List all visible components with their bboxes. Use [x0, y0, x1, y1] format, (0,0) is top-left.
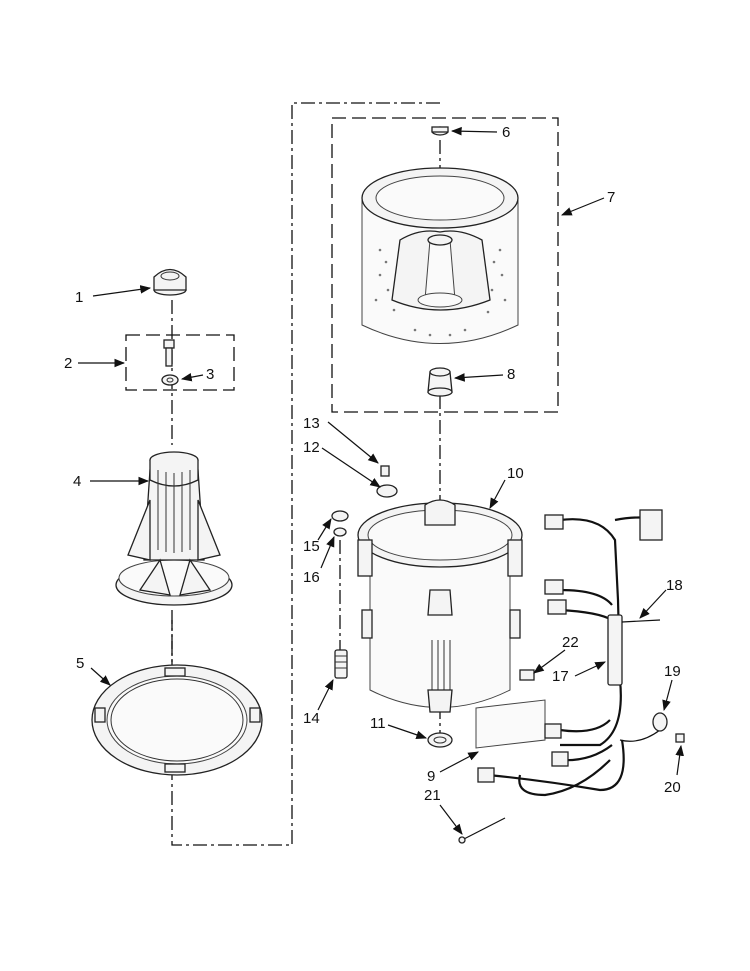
leader-13 — [327, 421, 379, 464]
agitator-washer — [161, 374, 179, 386]
balance-ring — [91, 664, 263, 776]
basket-nut — [431, 126, 449, 136]
agitator-bolt — [163, 339, 175, 367]
callout-17: 17 — [552, 668, 569, 685]
leader-11 — [387, 724, 428, 739]
leader-14 — [317, 679, 334, 711]
callout-5: 5 — [76, 655, 84, 672]
mounting-bracket — [376, 484, 398, 498]
callout-20: 20 — [664, 779, 681, 796]
bolt-group-box — [125, 334, 235, 391]
callout-21: 21 — [424, 787, 441, 804]
callout-6: 6 — [502, 124, 510, 141]
callout-13: 13 — [303, 415, 320, 432]
wiring-bracket-plate — [475, 699, 546, 749]
callout-10: 10 — [507, 465, 524, 482]
leader-21 — [439, 804, 463, 835]
leader-12 — [321, 447, 381, 488]
callout-16: 16 — [303, 569, 320, 586]
callout-8: 8 — [507, 366, 515, 383]
agitator — [115, 451, 233, 606]
thermistor-screw — [675, 733, 685, 743]
leader-18 — [639, 589, 667, 619]
callout-12: 12 — [303, 439, 320, 456]
cable-tie — [458, 817, 506, 844]
callout-18: 18 — [666, 577, 683, 594]
agitator-cap — [153, 268, 187, 296]
drive-hub — [427, 367, 453, 397]
leader-1 — [92, 285, 152, 297]
harness-connectors — [477, 509, 663, 783]
leader-5 — [90, 667, 111, 686]
callout-1: 1 — [75, 289, 83, 306]
wash-basket — [361, 167, 519, 344]
callout-3: 3 — [206, 366, 214, 383]
water-level-sensor — [607, 614, 623, 686]
pressure-filter-hose — [334, 649, 348, 679]
leader-17 — [574, 661, 606, 677]
basket-group-box — [331, 117, 559, 413]
leader-6 — [450, 126, 498, 136]
tub-seal — [427, 732, 453, 748]
callout-4: 4 — [73, 473, 81, 490]
filter-cap — [331, 510, 349, 522]
pressure-hose — [621, 619, 661, 623]
callout-14: 14 — [303, 710, 320, 727]
leader-9 — [439, 751, 479, 773]
leader-8 — [453, 373, 504, 382]
basket-perforations — [374, 248, 507, 337]
leader-15 — [317, 518, 332, 541]
harness-clip — [519, 669, 535, 681]
filter-grommet — [333, 527, 347, 537]
callout-11: 11 — [370, 715, 386, 732]
callout-2: 2 — [64, 355, 72, 372]
callout-9: 9 — [427, 768, 435, 785]
outer-tub — [357, 499, 523, 713]
leader-22 — [533, 649, 566, 674]
callout-19: 19 — [664, 663, 681, 680]
leader-20 — [675, 744, 684, 776]
thermistor — [652, 712, 668, 732]
callout-7: 7 — [607, 189, 615, 206]
leader-10 — [489, 479, 506, 509]
leader-7 — [560, 197, 605, 216]
callout-15: 15 — [303, 538, 320, 555]
bracket-screw — [380, 465, 390, 477]
leader-16 — [320, 536, 335, 569]
leader-19 — [662, 679, 673, 712]
callout-22: 22 — [562, 634, 579, 651]
leader-3 — [180, 372, 204, 382]
